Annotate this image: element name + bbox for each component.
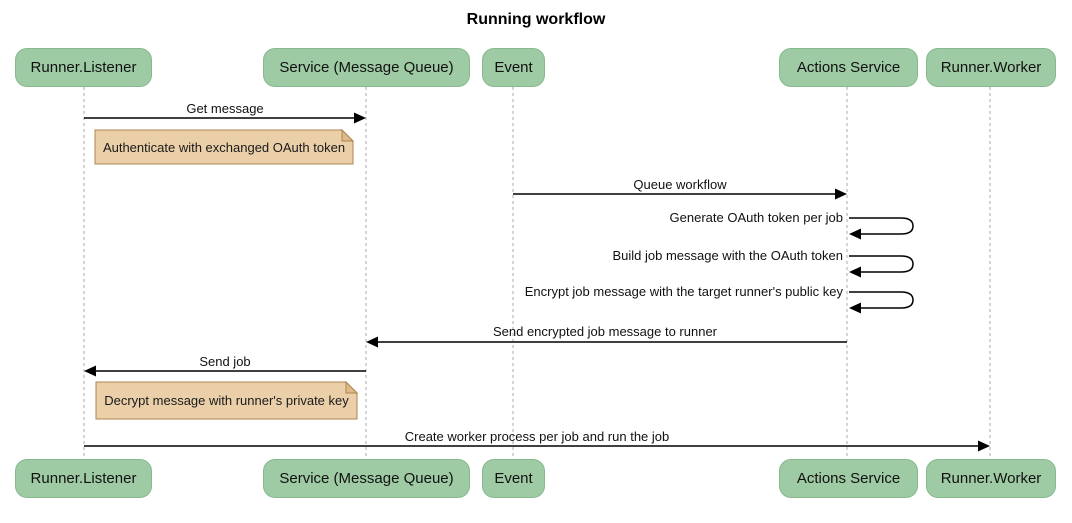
- arrow-send-job: [84, 365, 366, 377]
- actor-runner-worker-top: Runner.Worker: [926, 48, 1056, 87]
- actor-runner-listener-top: Runner.Listener: [15, 48, 152, 87]
- message-label-create-worker-process: Create worker process per job and run th…: [404, 429, 670, 444]
- actor-runner-listener-bottom: Runner.Listener: [15, 459, 152, 498]
- note-authenticate-oauth: [94, 128, 355, 165]
- lifelines: [83, 87, 991, 459]
- actor-event-bottom: Event: [482, 459, 545, 498]
- note-label-authenticate-oauth: Authenticate with exchanged OAuth token: [102, 140, 346, 155]
- arrow-send-encrypted-job-message: [366, 336, 847, 348]
- self-arrow-build-job-message: [849, 255, 914, 278]
- notes: [94, 128, 359, 420]
- message-label-queue-workflow: Queue workflow: [633, 177, 727, 192]
- message-label-generate-oauth-token: Generate OAuth token per job: [669, 210, 843, 225]
- message-label-build-job-message: Build job message with the OAuth token: [612, 248, 843, 263]
- message-label-send-job: Send job: [199, 354, 251, 369]
- message-label-send-encrypted-job-message: Send encrypted job message to runner: [492, 324, 718, 339]
- note-label-decrypt-message: Decrypt message with runner's private ke…: [104, 393, 349, 408]
- message-label-get-message: Get message: [186, 101, 264, 116]
- arrow-get-message: [84, 112, 366, 124]
- self-arrow-generate-oauth-token: [849, 217, 914, 240]
- message-arrows: [84, 112, 990, 452]
- arrow-create-worker-process: [84, 440, 990, 452]
- actor-actions-service-top: Actions Service: [779, 48, 918, 87]
- self-arrow-encrypt-job-message: [849, 291, 914, 314]
- actor-actions-service-bottom: Actions Service: [779, 459, 918, 498]
- actor-service-mq-top: Service (Message Queue): [263, 48, 470, 87]
- actor-service-mq-bottom: Service (Message Queue): [263, 459, 470, 498]
- note-decrypt-message: [95, 380, 359, 420]
- message-label-encrypt-job-message: Encrypt job message with the target runn…: [524, 284, 843, 299]
- diagram-title: Running workflow: [466, 11, 606, 28]
- actor-runner-worker-bottom: Runner.Worker: [926, 459, 1056, 498]
- actor-event-top: Event: [482, 48, 545, 87]
- arrow-queue-workflow: [513, 188, 847, 200]
